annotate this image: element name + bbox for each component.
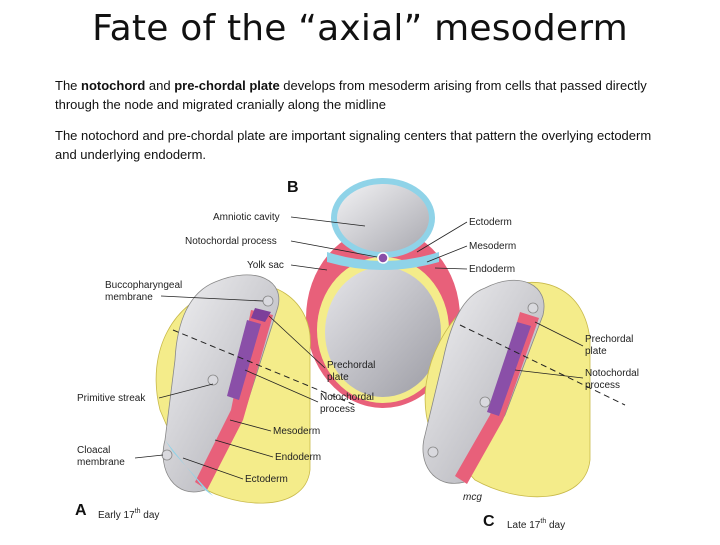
label-notochordal-c-2: process: [585, 380, 620, 391]
para1-text-3: develops from mesoderm arising from cell…: [55, 78, 647, 112]
paragraph-notochord-origin: The notochord and pre-chordal plate deve…: [55, 76, 675, 114]
label-buccopharyngeal-1: Buccopharyngeal: [105, 280, 182, 291]
label-yolk-sac: Yolk sac: [247, 260, 284, 271]
label-cloacal-1: Cloacal: [77, 445, 110, 456]
paragraph-signaling-centers: The notochord and pre-chordal plate are …: [55, 128, 652, 162]
label-notochordal-a-1: Notochordal: [320, 392, 374, 403]
panel-a-letter: A: [75, 502, 87, 519]
a-section-line: [172, 329, 356, 406]
label-notochordal-process-b: Notochordal process: [185, 236, 277, 247]
panel-c-letter: C: [483, 513, 495, 530]
label-prechordal-a-1: Prechordal: [327, 360, 375, 371]
label-mesoderm-b: Mesoderm: [469, 241, 516, 252]
panel-a-early-embryo: Buccopharyngeal membrane Primitive strea…: [75, 274, 375, 521]
label-buccopharyngeal-2: membrane: [105, 292, 153, 303]
c-amniotic-wall: [422, 279, 545, 484]
a-primitive-node: [207, 374, 219, 386]
panel-c-caption: Late 17th day: [507, 518, 565, 531]
label-endoderm-b: Endoderm: [469, 264, 515, 275]
panel-b-letter: B: [287, 179, 299, 196]
label-prechordal-a-2: plate: [327, 372, 349, 383]
a-buccopharyngeal-membrane: [262, 295, 274, 307]
label-prechordal-c-1: Prechordal: [585, 334, 633, 345]
panel-b-cross-section: B Amniotic cavity Notochordal process Yo…: [185, 178, 516, 408]
c-primitive-node: [479, 396, 491, 408]
label-endoderm-a: Endoderm: [275, 452, 321, 463]
label-mesoderm-a: Mesoderm: [273, 426, 320, 437]
panel-a-caption: Early 17th day: [98, 508, 159, 521]
a-mesoderm-band: [195, 310, 273, 490]
panel-c-late-embryo: Prechordal plate Notochordal process mcg…: [422, 279, 639, 531]
a-notochordal-process: [227, 320, 261, 400]
label-amniotic-cavity: Amniotic cavity: [213, 212, 280, 223]
b-notochordal-process: [377, 252, 389, 264]
label-ectoderm-a: Ectoderm: [245, 474, 288, 485]
c-cloacal-membrane: [427, 446, 439, 458]
para1-text-1: The: [55, 78, 82, 93]
label-primitive-streak: Primitive streak: [77, 393, 146, 404]
c-section-line: [459, 324, 626, 406]
embryo-figure: B Amniotic cavity Notochordal process Yo…: [65, 170, 685, 540]
label-notochordal-a-2: process: [320, 404, 355, 415]
a-cloacal-membrane: [161, 449, 173, 461]
c-notochordal-process: [487, 322, 531, 416]
para1-bold-notochord: notochord: [81, 78, 146, 93]
label-cloacal-2: membrane: [77, 457, 125, 468]
artist-signature: mcg: [463, 492, 482, 503]
b-amniotic-cavity: [337, 184, 429, 252]
b-yolk-sac-cavity: [325, 267, 441, 397]
para1-bold-prechordal-plate: pre-chordal plate: [174, 78, 280, 93]
embryo-diagram: B Amniotic cavity Notochordal process Yo…: [75, 178, 639, 531]
c-buccopharyngeal-membrane: [527, 302, 539, 314]
a-prechordal-plate: [251, 308, 271, 322]
label-ectoderm-b: Ectoderm: [469, 217, 512, 228]
para1-text-2: and: [145, 78, 175, 93]
label-prechordal-c-2: plate: [585, 346, 607, 357]
page-title: Fate of the “axial” mesoderm: [92, 8, 628, 49]
label-notochordal-c-1: Notochordal: [585, 368, 639, 379]
